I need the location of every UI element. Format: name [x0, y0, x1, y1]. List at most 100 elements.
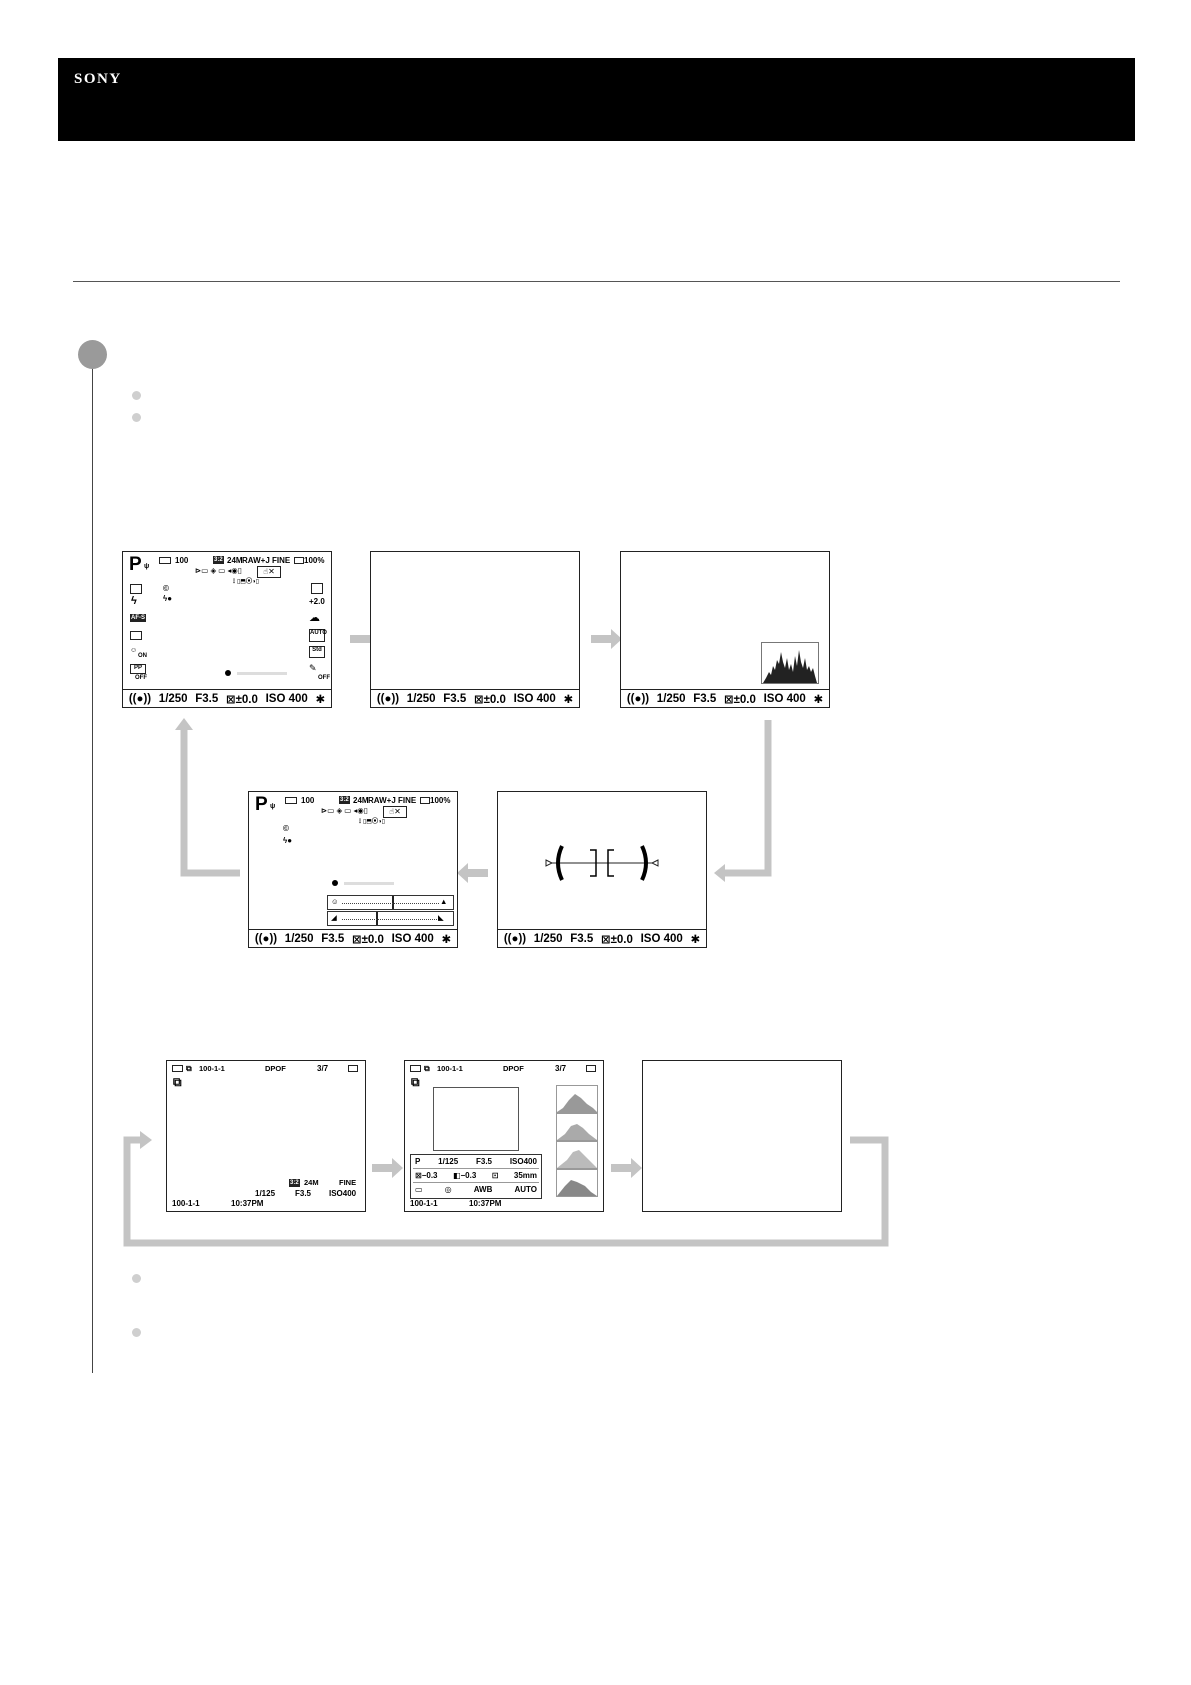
ae-lock-icon: ✱: [315, 693, 326, 706]
aspect-ratio: 3:2: [289, 1179, 300, 1187]
battery-icon: [348, 1065, 358, 1072]
arrowhead-loop-right: [714, 864, 725, 882]
capture-time: 10:37PM: [469, 1199, 502, 1208]
arrow-loop-right: [725, 720, 772, 877]
iso: ISO 400: [391, 932, 434, 945]
iso: ISO400: [329, 1189, 357, 1198]
white-balance: AWB: [473, 1185, 493, 1194]
aspect-ratio: 3:2: [213, 556, 224, 564]
shooting-mode: P: [129, 554, 142, 575]
shutter-speed: 1/250: [158, 692, 188, 705]
battery-icon: [420, 797, 430, 804]
status-icons-row-2: ⋮▯⬒⦿◑▯: [231, 579, 259, 585]
arrow-right-3: [372, 1158, 403, 1178]
bullet-1: [132, 391, 141, 400]
iso: ISO 400: [265, 692, 308, 705]
face-detect-on: ON: [138, 653, 147, 659]
focus-mode: AF-S: [130, 614, 146, 622]
metering-icon: [311, 583, 323, 594]
effect-off: OFF: [318, 675, 330, 681]
rgb-histograms: [556, 1085, 598, 1197]
level-bar: [237, 672, 287, 675]
info-row-3: ▭ ◎ AWB AUTO: [415, 1185, 537, 1194]
exposure-comp: ⊠−0.3: [415, 1171, 438, 1180]
focal-length: 35mm: [513, 1171, 537, 1180]
screen-playback-histogram: ⧉ 100-1-1 DPOF 3/7 ⧉ P 1/125 F3.5 ISO400…: [404, 1060, 604, 1212]
cloud-icon: ☁: [309, 612, 320, 624]
image-thumbnail: [433, 1087, 519, 1151]
status-bar: ((●)) 1/250 F3.5 ⊠±0.0 ISO 400 ✱: [371, 689, 579, 707]
arrow-left-1: [457, 863, 488, 883]
arrow-right-4: [611, 1158, 642, 1178]
status-bar: ((●)) 1/250 F3.5 ⊠±0.0 ISO 400 ✱: [249, 929, 457, 947]
histogram-red: [556, 1113, 598, 1141]
shutter-speed: 1/250: [656, 692, 686, 705]
protect-icon: ⧉: [186, 1064, 192, 1073]
aperture: F3.5: [476, 1157, 493, 1166]
shutter-speed: 1/250: [533, 932, 563, 945]
stabilizer-icon: ((●)): [376, 692, 400, 705]
ae-lock-icon: ✱: [690, 933, 701, 946]
info-row-1: P 1/125 F3.5 ISO400: [415, 1157, 537, 1166]
status-bar: ((●)) 1/250 F3.5 ⊠±0.0 ISO 400 ✱: [123, 689, 331, 707]
shot-count: 100: [301, 796, 315, 805]
histogram-luminance: [556, 1085, 598, 1113]
screen-histogram: ((●)) 1/250 F3.5 ⊠±0.0 ISO 400 ✱: [620, 551, 830, 708]
aperture: F3.5: [321, 932, 345, 945]
touch-function-icon: ☝✕: [257, 566, 281, 578]
screen-playback-info: ⧉ 100-1-1 DPOF 3/7 ⧉ 3:2 24M FINE 1/125 …: [166, 1060, 366, 1212]
memory-card-icon: [410, 1065, 421, 1072]
battery-level: 100%: [430, 796, 451, 805]
stabilizer-icon: ((●)): [128, 692, 152, 705]
exposure-value: +2.0: [309, 597, 325, 606]
style-icon: Std: [309, 646, 325, 658]
image-quality: RAW+J FINE: [242, 556, 291, 565]
step-line: [92, 355, 93, 1373]
flash-comp: ◧−0.3: [452, 1171, 477, 1180]
screen-playback-no-info: [642, 1060, 842, 1212]
effect-icon: ◎: [444, 1185, 452, 1194]
gauge-far-icon: ▲: [440, 897, 448, 906]
stabilizer-icon: ((●)): [254, 932, 278, 945]
record-indicator: [332, 880, 338, 886]
image-quality: RAW+J FINE: [368, 796, 417, 805]
aperture: F3.5: [195, 692, 219, 705]
stabilizer-icon: ((●)): [626, 692, 650, 705]
brand-logo: SONY: [74, 71, 122, 87]
iso-auto-icon: AUTO: [309, 629, 327, 642]
shutter-speed: 1/250: [284, 932, 314, 945]
gauge-left-icon: ◢: [331, 913, 337, 922]
aperture: F3.5: [570, 932, 594, 945]
folder-file: 100-1-1: [410, 1199, 438, 1208]
stabilizer-icon: ((●)): [503, 932, 527, 945]
effect-icon: ✎: [309, 663, 317, 673]
mic-icon: ψ: [270, 803, 276, 810]
ae-lock-icon: ✱: [441, 933, 452, 946]
iso: ISO 400: [640, 932, 683, 945]
image-size: 24M: [227, 556, 243, 565]
screen-display-all-info: P ψ 100 3:2 24M RAW+J FINE 100% ⊳▭ ◈ ▭ ◂…: [122, 551, 332, 708]
style-icon: ▭: [415, 1185, 423, 1194]
folder-number: 100-1-1: [199, 1064, 225, 1073]
picture-profile-off: OFF: [135, 675, 147, 681]
touch-function-icon: ☝✕: [383, 806, 407, 818]
bullet-2: [132, 413, 141, 422]
status-icons-row: ⊳▭ ◈ ▭ ◂◉▯: [321, 806, 368, 815]
image-count: 3/7: [555, 1064, 567, 1073]
flash-icon: ϟ: [131, 595, 137, 607]
ae-lock-icon: ✱: [813, 693, 824, 706]
aperture: F3.5: [693, 692, 717, 705]
arrowhead-loop-left: [175, 718, 193, 730]
title-rule: [73, 281, 1120, 282]
screen-display-info-gauges: P ψ 100 3:2 24M RAW+J FINE 100% ⊳▭ ◈ ▭ ◂…: [248, 791, 458, 948]
shutter-speed: 1/250: [406, 692, 436, 705]
picture-profile-icon: PP: [130, 664, 146, 674]
folder-file: 100-1-1: [172, 1199, 200, 1208]
screen-level: ((●)) 1/250 F3.5 ⊠±0.0 ISO 400 ✱: [497, 791, 707, 948]
shooting-data-panel: P 1/125 F3.5 ISO400 ⊠−0.3 ◧−0.3 ⊡ 35mm ▭…: [410, 1154, 542, 1199]
record-indicator: [225, 670, 231, 676]
status-bar: ((●)) 1/250 F3.5 ⊠±0.0 ISO 400 ✱: [621, 689, 829, 707]
capture-time: 10:37PM: [231, 1199, 264, 1208]
gauge-right-icon: ◣: [438, 913, 444, 922]
memory-card-icon: [159, 557, 171, 564]
